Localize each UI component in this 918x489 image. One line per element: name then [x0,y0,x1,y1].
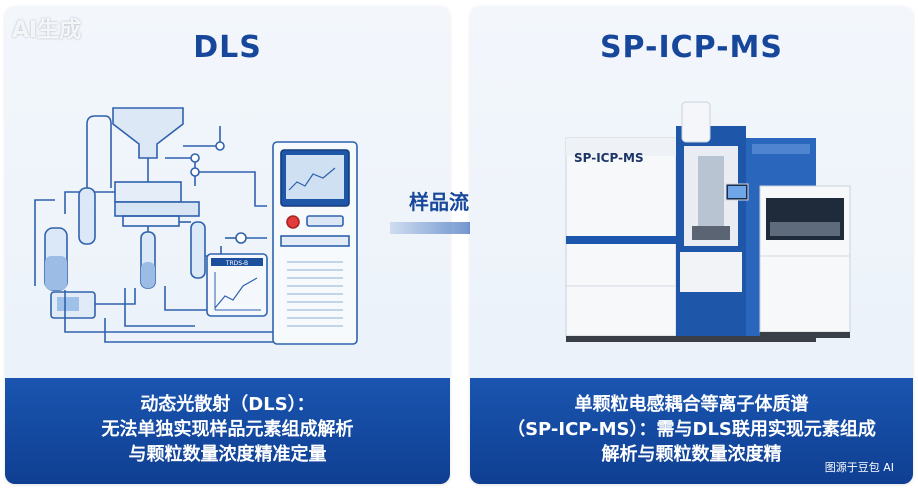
sp-icp-ms-title: SP-ICP-MS [599,30,784,65]
dls-monitor-label: TRDS-B [225,260,248,267]
dls-caption: 动态光散射（DLS）： 无法单独实现样品元素组成解析 与颗粒数量浓度精准定量 [5,378,450,484]
dls-caption-line-2: 无法单独实现样品元素组成解析 [101,419,354,440]
ai-generated-watermark: AI生成 [12,18,82,43]
sp-icp-ms-caption-line-1: 单颗粒电感耦合等离子体质谱 [574,394,809,415]
dls-panel: DLS [5,6,450,484]
source-watermark: 图源于豆包 AI [824,461,894,474]
dls-title: DLS [193,30,262,65]
sp-icp-ms-caption: 单颗粒电感耦合等离子体质谱 （SP-ICP-MS）：需与DLS联用实现元素组成 … [470,378,913,484]
dls-caption-line-3: 与颗粒数量浓度精准定量 [128,444,327,465]
sp-icp-ms-caption-line-2: （SP-ICP-MS）：需与DLS联用实现元素组成 [507,419,876,440]
dls-caption-line-1: 动态光散射（DLS）： [140,394,315,415]
sp-icp-ms-instrument-illustration: SP-ICP-MS [565,101,851,342]
sp-icp-ms-caption-line-3: 解析与颗粒数量浓度精 [601,444,782,465]
arrow-right-icon [390,214,534,242]
sp-icp-ms-panel: SP-ICP-MS SP-ICP-MS 单颗粒电感耦合等离子体质谱 （SP-IC… [470,6,913,484]
instrument-label: SP-ICP-MS [574,151,644,165]
dls-apparatus-illustration: TRDS-B [34,107,358,345]
